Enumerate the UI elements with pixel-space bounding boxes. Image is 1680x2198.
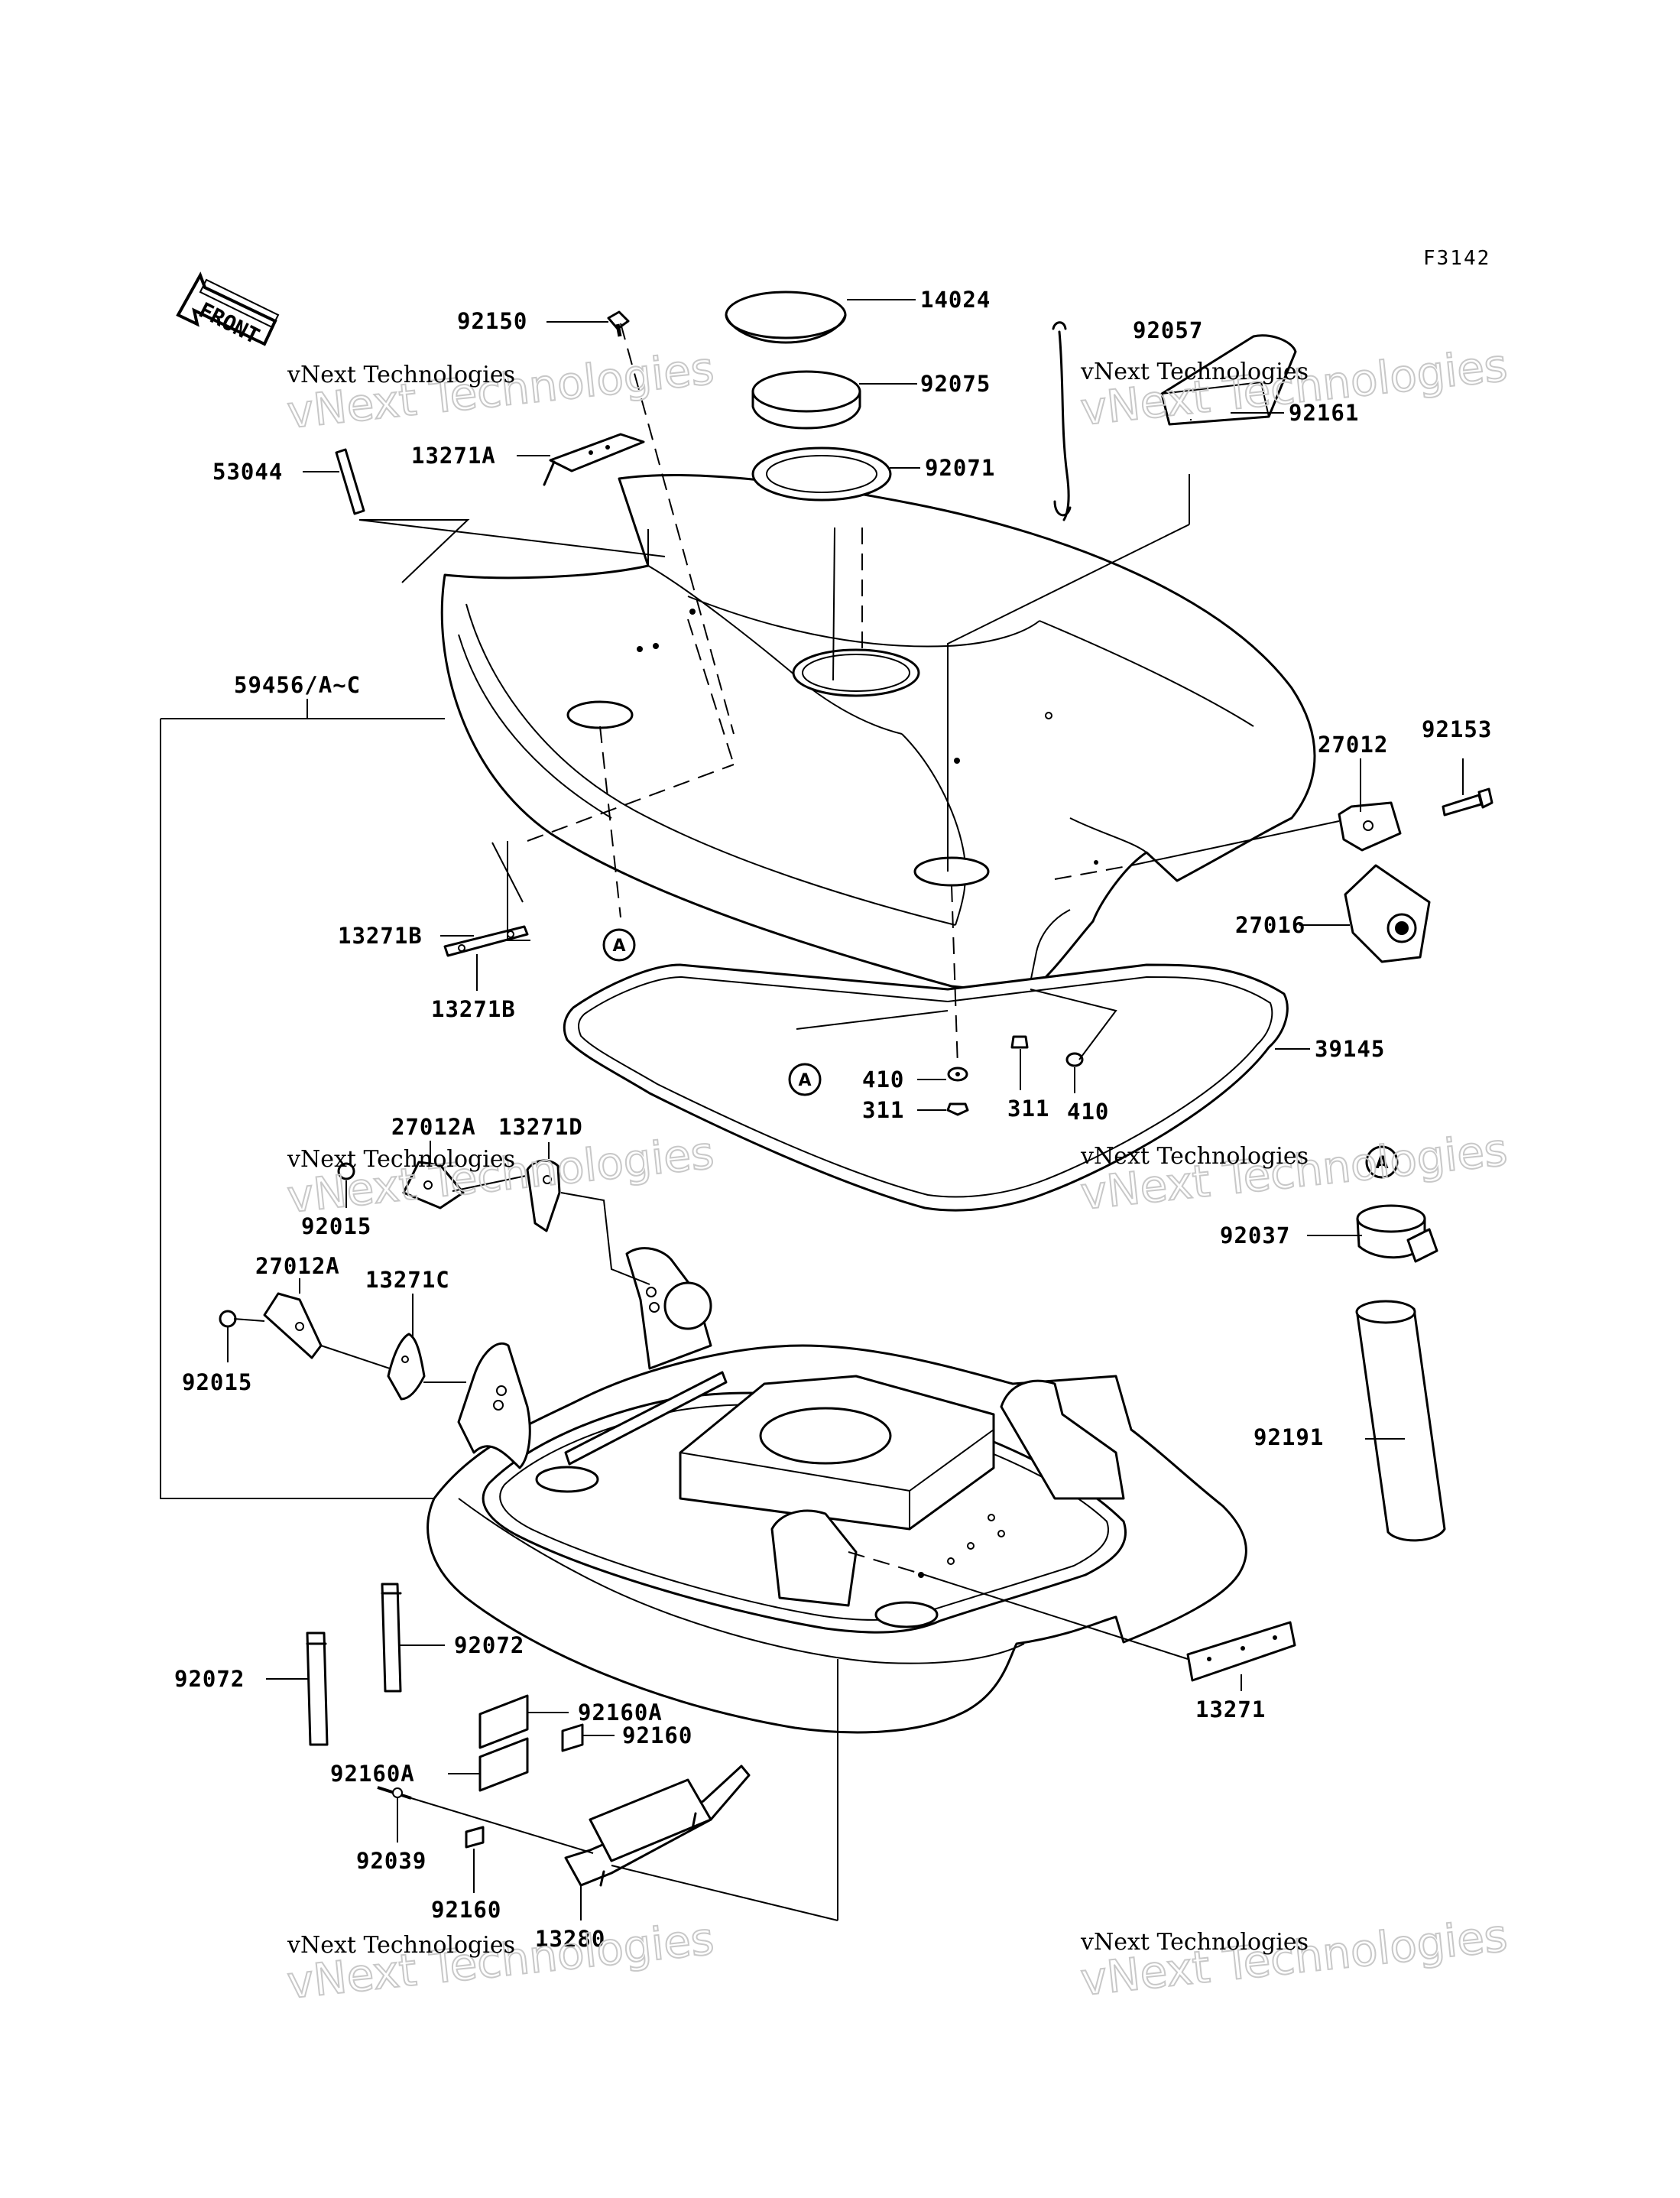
bolt-92150-icon	[607, 310, 630, 337]
pad-92161	[1160, 334, 1297, 426]
ring-92071	[751, 446, 892, 502]
upper-deck-hood	[440, 473, 1316, 995]
bracket-27012A-mid	[263, 1292, 323, 1359]
part-label-13271B-bottom: 13271B	[431, 996, 516, 1022]
part-label-92039: 92039	[356, 1848, 426, 1874]
part-label-92071: 92071	[925, 455, 995, 481]
filter-92075	[751, 370, 861, 430]
hood-seal-39145	[563, 963, 1289, 1212]
part-label-14024: 14024	[920, 287, 991, 313]
svg-text:vNext Technologies: vNext Technologies	[1080, 1929, 1309, 1956]
svg-text:vNext Technologies: vNext Technologies	[1080, 359, 1309, 385]
part-label-410-b: 410	[1067, 1099, 1109, 1125]
part-label-92037: 92037	[1220, 1222, 1290, 1248]
cap-14024	[725, 291, 847, 344]
pad-92160A-top	[478, 1694, 529, 1749]
nut-92015-bottom-icon	[219, 1310, 237, 1328]
latch-27012	[1338, 801, 1402, 852]
svg-text:vNext Technologies: vNext Technologies	[287, 1932, 515, 1959]
part-label-92075: 92075	[920, 371, 991, 397]
bracket-13271D	[526, 1159, 561, 1232]
part-label-13271A: 13271A	[411, 443, 496, 469]
part-label-410-a: 410	[862, 1067, 904, 1093]
svg-text:vNext Technologies: vNext Technologies	[287, 1146, 515, 1173]
svg-text:vNext Technologies: vNext Technologies	[285, 1126, 717, 1222]
part-label-53044: 53044	[212, 459, 283, 485]
part-label-27016: 27016	[1235, 912, 1305, 938]
strap-92072-right	[381, 1583, 402, 1693]
part-label-92150: 92150	[457, 308, 527, 334]
part-label-92072-left: 92072	[174, 1666, 245, 1692]
lanyard-92057	[1052, 321, 1072, 521]
bracket-13271C	[387, 1333, 426, 1401]
bracket-13271A	[543, 433, 645, 486]
part-label-92161: 92161	[1289, 400, 1359, 426]
svg-text:vNext Technologies: vNext Technologies	[285, 1912, 717, 2008]
lower-hinge-bracket-right	[625, 1247, 712, 1370]
pin-53044	[335, 448, 365, 515]
plate-13271	[1186, 1621, 1296, 1682]
part-label-92160: 92160	[622, 1722, 692, 1748]
part-label-27012A-top: 27012A	[391, 1114, 476, 1140]
part-label-13280: 13280	[535, 1926, 605, 1952]
lower-hinge-bracket-left	[457, 1343, 531, 1469]
front-arrow-icon: FRONT	[176, 271, 280, 349]
part-label-27012A-mid: 27012A	[255, 1253, 340, 1279]
svg-text:A: A	[612, 937, 625, 956]
part-label-92015-top: 92015	[301, 1213, 371, 1239]
pin-92039	[377, 1786, 412, 1800]
part-label-92160A-top: 92160A	[578, 1700, 663, 1726]
svg-text:A: A	[1375, 1154, 1388, 1173]
part-label-27012: 27012	[1318, 732, 1388, 758]
svg-text:vNext Technologies: vNext Technologies	[1080, 1143, 1309, 1170]
pad-92160-bottom	[465, 1826, 485, 1849]
part-label-92057: 92057	[1133, 317, 1203, 343]
svg-text:vNext Technologies: vNext Technologies	[285, 342, 717, 438]
hose-92191	[1355, 1300, 1446, 1542]
bracket-27012A-top	[402, 1161, 465, 1209]
part-label-13271D: 13271D	[498, 1114, 583, 1140]
part-label-92153: 92153	[1422, 716, 1492, 742]
part-label-92191: 92191	[1254, 1424, 1324, 1450]
part-label-13271: 13271	[1195, 1696, 1266, 1722]
lower-deck-hull	[426, 1344, 1247, 1734]
marker-a-2: A	[788, 1063, 822, 1096]
clamp-92037	[1356, 1204, 1438, 1263]
watermark-bottom-right: vNext Technologies vNext Technologies	[1078, 1908, 1511, 2006]
part-label-92160-bottom: 92160	[431, 1897, 501, 1923]
part-label-311-a: 311	[862, 1097, 904, 1123]
part-label-13271C: 13271C	[365, 1267, 450, 1293]
figure-ref: F3142	[1423, 247, 1490, 270]
latch-27016	[1344, 864, 1431, 963]
washers-410-311	[946, 1035, 1084, 1116]
part-label-59456: 59456/A~C	[234, 672, 361, 698]
part-label-92015-bottom: 92015	[182, 1369, 252, 1395]
bracket-13280	[564, 1765, 751, 1887]
svg-text:vNext Technologies: vNext Technologies	[1078, 1909, 1510, 2005]
part-label-92160A-bottom: 92160A	[330, 1761, 415, 1787]
marker-a-1: A	[602, 928, 636, 962]
svg-text:vNext Technologies: vNext Technologies	[287, 362, 515, 388]
pad-92160-small	[561, 1723, 584, 1752]
dashed-leader-lines	[527, 323, 1132, 1576]
bolt-92153-icon	[1442, 787, 1494, 817]
part-labels: 14024 92075 92071 92150 13271A 53044 920…	[174, 287, 1492, 1952]
strap-92072-left	[306, 1631, 329, 1746]
watermark-top-left: vNext Technologies vNext Technologies	[284, 341, 718, 439]
nut-92015-top-icon	[337, 1162, 355, 1180]
part-label-13271B-top: 13271B	[338, 923, 423, 949]
leader-lines	[160, 299, 1464, 1921]
part-label-311-b: 311	[1007, 1096, 1049, 1122]
pad-92160A-bottom	[478, 1737, 529, 1792]
marker-a-3: A	[1365, 1145, 1399, 1179]
part-label-39145: 39145	[1315, 1036, 1385, 1062]
svg-text:A: A	[798, 1071, 811, 1090]
part-label-92072-right: 92072	[454, 1632, 524, 1658]
